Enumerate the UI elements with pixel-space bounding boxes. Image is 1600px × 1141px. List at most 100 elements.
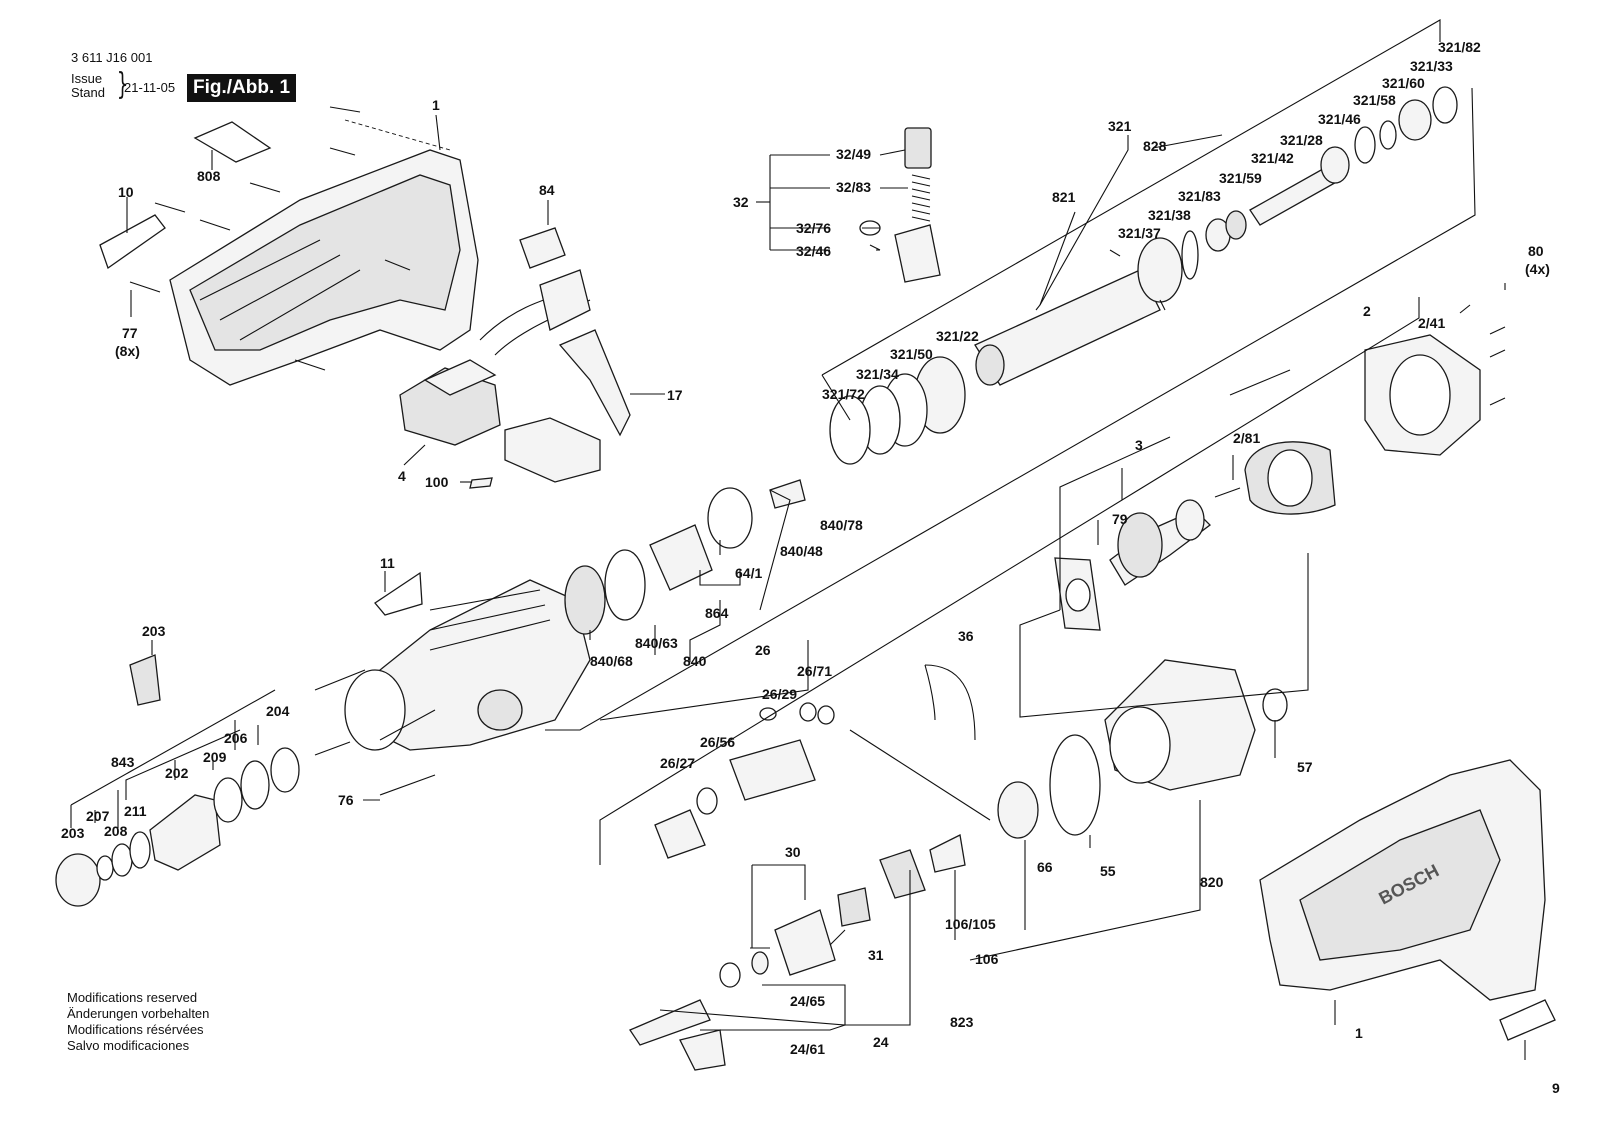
modification-notes: Modifications reserved Änderungen vorbeh…: [67, 990, 209, 1054]
callout-26: 26: [755, 642, 771, 658]
callout-2-81: 2/81: [1233, 430, 1260, 446]
callout-820: 820: [1200, 874, 1224, 890]
gear-casing-front: [344, 479, 806, 751]
callout-321-60: 321/60: [1382, 75, 1425, 91]
callout-321-83: 321/83: [1178, 188, 1221, 204]
callout-209: 209: [203, 749, 227, 765]
callout-2: 2: [1363, 303, 1371, 319]
callout-26-71: 26/71: [797, 663, 832, 679]
motor-field-assembly: [1214, 304, 1506, 515]
callout-321-50: 321/50: [890, 346, 933, 362]
callout-66: 66: [1037, 859, 1053, 875]
callout-32-76: 32/76: [796, 220, 831, 236]
callout-823: 823: [950, 1014, 974, 1030]
callout-840-63: 840/63: [635, 635, 678, 651]
callout-26-29: 26/29: [762, 686, 797, 702]
callout-10: 10: [118, 184, 134, 200]
callout-840: 840: [683, 653, 707, 669]
gear-housing: [924, 659, 1288, 839]
intermediate-shaft-assembly: [629, 834, 966, 1071]
callout-26-56: 26/56: [700, 734, 735, 750]
callout-843: 843: [111, 754, 135, 770]
callout-26-27: 26/27: [660, 755, 695, 771]
callout-1-top: 1: [432, 97, 440, 113]
callout-17: 17: [667, 387, 683, 403]
brace-glyph: }: [116, 67, 129, 102]
electronics-module: [399, 227, 631, 489]
callout-321-38: 321/38: [1148, 207, 1191, 223]
armature-assembly: [1054, 499, 1211, 631]
callout-208: 208: [104, 823, 128, 839]
callout-828: 828: [1143, 138, 1167, 154]
callout-4: 4: [398, 468, 406, 484]
callout-100: 100: [425, 474, 449, 490]
callout-321-58: 321/58: [1353, 92, 1396, 108]
impact-mechanism: [654, 702, 835, 859]
issue-date: 21-11-05: [124, 80, 176, 95]
note-fr: Modifications résérvées: [67, 1022, 204, 1037]
brush-assembly: [859, 127, 941, 283]
callout-1-bottom: 1: [1355, 1025, 1363, 1041]
note-de: Änderungen vorbehalten: [67, 1006, 210, 1021]
callout-321-42: 321/42: [1251, 150, 1294, 166]
callout-321: 321: [1108, 118, 1132, 134]
note-es: Salvo modificaciones: [67, 1038, 190, 1053]
leader-lines: [70, 19, 1526, 1060]
housing-left-shell: [169, 119, 479, 386]
callout-207: 207: [86, 808, 110, 824]
callout-84: 84: [539, 182, 555, 198]
callout-821: 821: [1052, 189, 1076, 205]
callout-79: 79: [1112, 511, 1128, 527]
callout-106: 106: [975, 951, 999, 967]
tool-holder-assembly: [55, 654, 300, 907]
callout-864: 864: [705, 605, 729, 621]
callout-31: 31: [868, 947, 884, 963]
callout-24-65: 24/65: [790, 993, 825, 1009]
callout-36: 36: [958, 628, 974, 644]
callout-55: 55: [1100, 863, 1116, 879]
callout-8x: (8x): [115, 343, 140, 359]
tie-bolts-76: [314, 669, 436, 796]
callout-24: 24: [873, 1034, 889, 1050]
callout-202: 202: [165, 765, 189, 781]
callout-321-33: 321/33: [1410, 58, 1453, 74]
callout-321-82: 321/82: [1438, 39, 1481, 55]
callout-64-1: 64/1: [735, 565, 762, 581]
callout-321-59: 321/59: [1219, 170, 1262, 186]
callout-3: 3: [1135, 437, 1143, 453]
callout-76: 76: [338, 792, 354, 808]
callout-57: 57: [1297, 759, 1313, 775]
callout-9: 9: [1552, 1080, 1560, 1096]
callout-80: 80: [1528, 243, 1544, 259]
callout-321-28: 321/28: [1280, 132, 1323, 148]
callout-24-61: 24/61: [790, 1041, 825, 1057]
callout-321-46: 321/46: [1318, 111, 1361, 127]
hammer-tube-assembly: [829, 86, 1458, 465]
callout-840-48: 840/48: [780, 543, 823, 559]
callout-203-bottom: 203: [61, 825, 85, 841]
callout-211: 211: [124, 803, 147, 819]
callout-32-83: 32/83: [836, 179, 871, 195]
callout-321-34: 321/34: [856, 366, 899, 382]
callout-840-68: 840/68: [590, 653, 633, 669]
callout-32-49: 32/49: [836, 146, 871, 162]
screw-set-housing: [129, 106, 411, 371]
document-number: 3 611 J16 001: [71, 50, 153, 65]
callout-77: 77: [122, 325, 138, 341]
figure-label: Fig./Abb. 1: [187, 74, 297, 102]
callout-840-78: 840/78: [820, 517, 863, 533]
callout-11: 11: [380, 555, 395, 571]
callout-32: 32: [733, 194, 749, 210]
note-en: Modifications reserved: [67, 990, 198, 1005]
callout-321-72: 321/72: [822, 386, 865, 402]
callout-30: 30: [785, 844, 801, 860]
callout-labels: 1 808 10 77 (8x) 84 17 4 100 32 32/49 32…: [61, 39, 1560, 1096]
issue-label: Issue Stand: [71, 72, 119, 100]
callout-4x: (4x): [1525, 261, 1550, 277]
issue-label-de: Stand: [71, 85, 105, 100]
callout-321-37: 321/37: [1118, 225, 1161, 241]
callout-203-top: 203: [142, 623, 166, 639]
callout-32-46: 32/46: [796, 243, 831, 259]
